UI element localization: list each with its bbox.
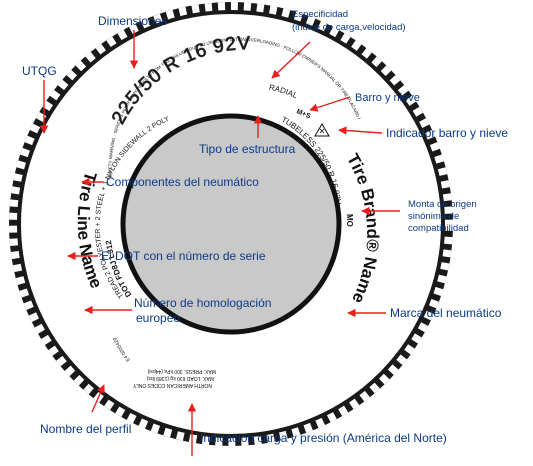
- na-line-2: MAX. LOAD 630 kg (1389 lbs): [146, 375, 214, 381]
- label-homologacion-2: europeo: [136, 311, 180, 325]
- label-especificidad-2: (indice de carga,velocidad): [292, 22, 406, 33]
- arrow-nombre-perfil: [91, 384, 105, 413]
- label-componentes: Componentes del neumático: [106, 175, 259, 189]
- tire: [9, 2, 453, 446]
- north-america-block: NORTH AMERICAN CODES ONLY MAX. LOAD 630 …: [132, 368, 216, 388]
- mo-marking: MO: [345, 214, 354, 227]
- tread-band: [9, 2, 453, 446]
- label-marca: Marca del neumático: [390, 306, 502, 320]
- label-especificidad-1: Especificidad: [292, 9, 348, 20]
- label-nombre-perfil: Nombre del perfil: [40, 422, 131, 436]
- label-tipo-estructura: Tipo de estructura: [199, 142, 296, 156]
- arrows: [39, 30, 400, 456]
- label-indicador-barro: Indicador barro y nieve: [386, 126, 508, 140]
- label-dimensiones: Dimensiones: [98, 14, 167, 28]
- label-monta-1: Monta de origen: [408, 199, 477, 210]
- arrow-barro-nieve: [309, 96, 351, 112]
- label-monta-2: sinónima de: [408, 211, 459, 222]
- label-barro-nieve: Barro y nieve: [355, 92, 420, 104]
- snowflake-mountain-icon: [314, 123, 330, 137]
- label-monta-3: compatibilidad: [408, 223, 469, 234]
- na-line-3: MAX. PRESS. 300 kPa (44psi): [147, 368, 216, 374]
- label-homologacion-1: Número de homologación: [134, 296, 271, 310]
- label-utqg: UTQG: [22, 64, 57, 78]
- label-dot: El DOT con el número de serie: [101, 249, 266, 263]
- callout-labels: Dimensiones Especificidad (indice de car…: [22, 9, 508, 445]
- arrow-especificidad: [271, 41, 311, 79]
- na-line-1: NORTH AMERICAN CODES ONLY: [132, 382, 212, 388]
- label-carga-presion: Indicación carga y presión (América del …: [200, 431, 447, 445]
- rim-ring: [120, 113, 342, 335]
- arrow-indicador: [338, 126, 383, 135]
